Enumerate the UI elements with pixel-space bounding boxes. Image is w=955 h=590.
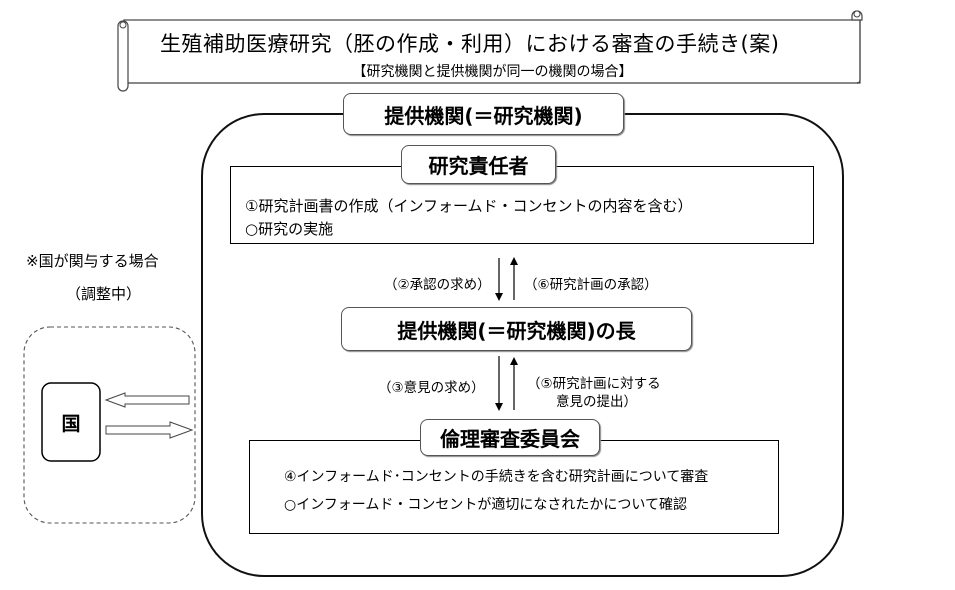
researcher-task-2: ○研究の実施 [245,220,334,238]
researcher-label: 研究責任者 [401,145,556,184]
lower-arrows [495,356,518,411]
approval-request-label: （②承認の求め） [384,277,491,293]
opinion-request-label: （③意見の求め） [378,380,485,396]
country-note-status: （調整中） [66,285,142,303]
hollow-arrow-left-icon [104,392,190,408]
upper-arrows [495,257,518,301]
page-title: 生殖補助医療研究（胚の作成・利用）における審査の手続き(案) [160,32,780,56]
country-note: ※国が関与する場合 [26,252,159,270]
ethics-task-1: ④インフォームド･コンセントの手続きを含む研究計画について審査 [284,469,709,485]
arrow-down-icon [495,293,503,301]
hollow-arrow-right-icon [105,421,194,439]
approval-label: （⑥研究計画の承認） [524,277,658,293]
arrow-down-icon [495,403,503,411]
arrow-up-icon [510,357,518,365]
page-subtitle: 【研究機関と提供機関が同一の機関の場合】 [352,64,633,80]
opinion-submission-label-2: 意見の提出） [556,394,637,410]
country-dashed-box [23,326,196,524]
title-scroll-banner [117,10,863,92]
ethics-task-2: ○インフォームド・コンセントが適切になされたかについて確認 [284,497,687,513]
country-label: 国 [61,412,81,435]
opinion-submission-label-1: （⑤研究計画に対する [527,376,661,392]
arrow-up-icon [510,257,518,265]
ethics-committee-label: 倫理審査委員会 [420,419,600,456]
institution-label: 提供機関(＝研究機関) [343,93,624,135]
country-box [41,382,101,462]
head-of-institution-box: 提供機関(＝研究機関)の長 [341,307,692,351]
researcher-task-1: ①研究計画書の作成（インフォームド・コンセントの内容を含む） [245,197,693,215]
